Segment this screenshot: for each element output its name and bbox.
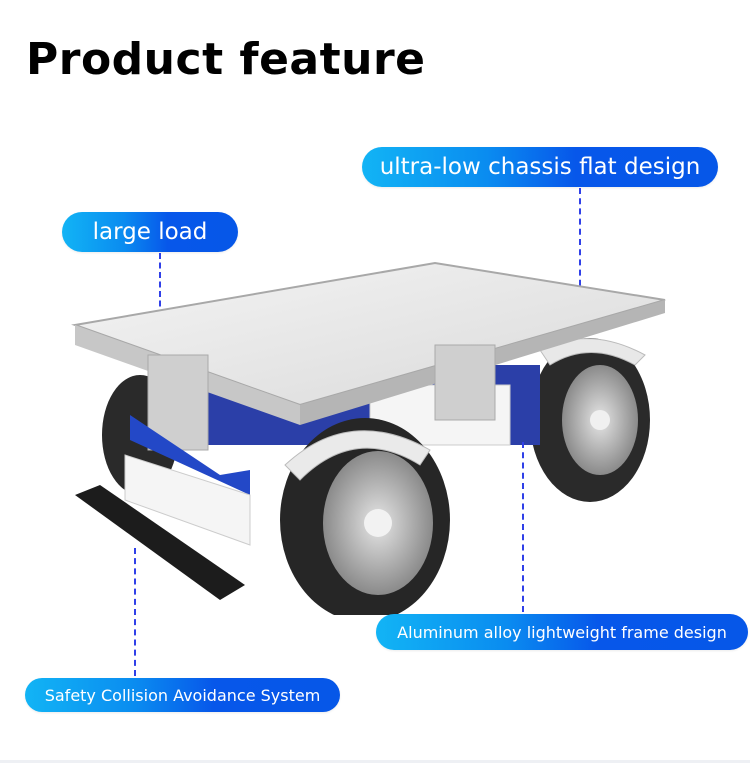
- callout-aluminum-frame: Aluminum alloy lightweight frame design: [376, 614, 748, 650]
- callout-safety-collision: Safety Collision Avoidance System: [25, 678, 340, 712]
- callout-label: Safety Collision Avoidance System: [44, 685, 321, 705]
- leader-line-ultra-low-chassis: [579, 188, 581, 296]
- callout-label: large load: [92, 219, 208, 245]
- callout-large-load: large load: [62, 212, 238, 252]
- page-title: Product feature: [26, 34, 426, 85]
- leader-line-aluminum-frame: [522, 442, 524, 612]
- robot-chassis-illustration: [71, 261, 666, 615]
- leader-line-safety-collision: [134, 548, 136, 676]
- leader-line-large-load: [159, 253, 161, 335]
- callout-ultra-low-chassis: ultra-low chassis flat design: [362, 147, 718, 187]
- bottom-divider: [0, 760, 750, 763]
- callout-label: Aluminum alloy lightweight frame design: [397, 622, 727, 642]
- callout-label: ultra-low chassis flat design: [379, 154, 701, 180]
